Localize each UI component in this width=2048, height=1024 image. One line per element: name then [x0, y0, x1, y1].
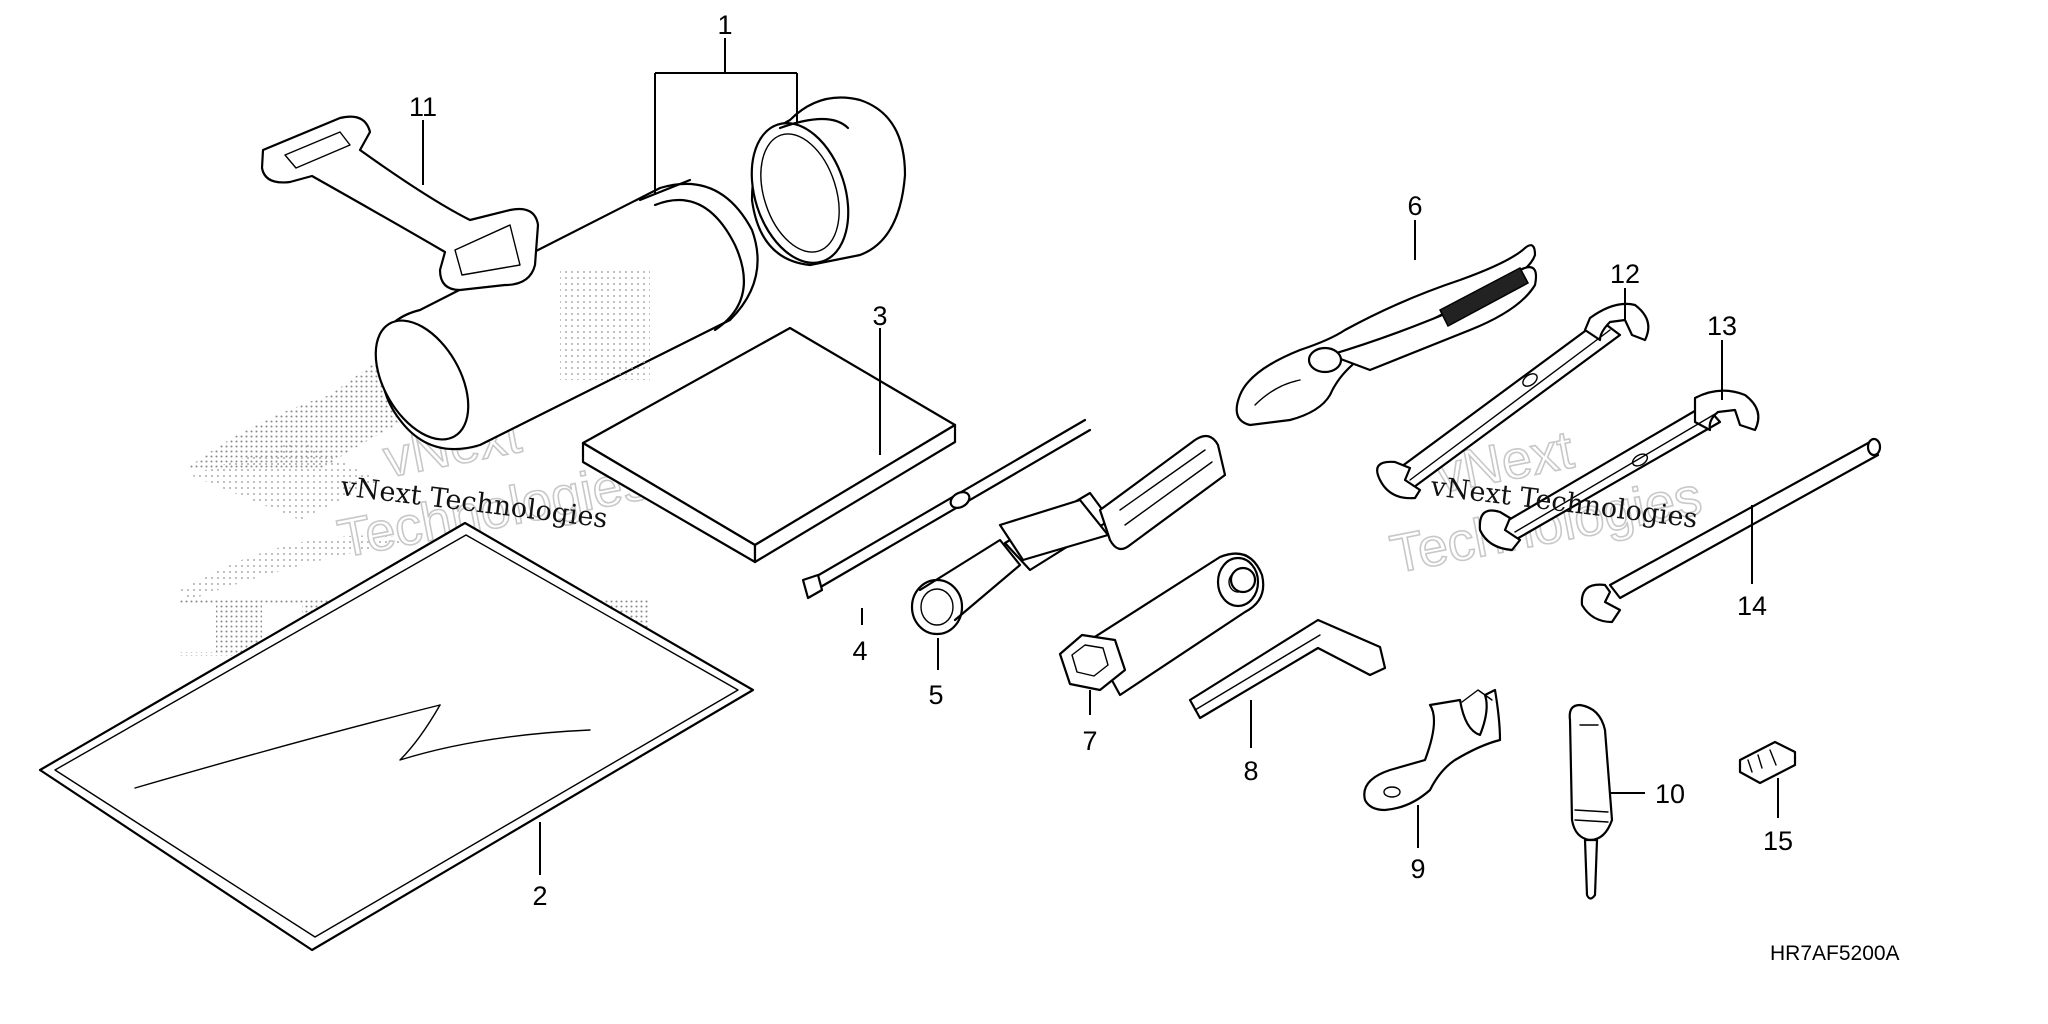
part-13-wrench — [1478, 389, 1760, 552]
part-11-strap — [260, 115, 540, 292]
diagram-code: HR7AF5200A — [1770, 942, 1900, 965]
part-6-pliers — [1235, 244, 1538, 427]
part-14-long-wrench — [1580, 437, 1882, 624]
callout-13: 13 — [1707, 311, 1737, 341]
part-9-spanner — [1363, 688, 1502, 812]
part-5-screwdriver-handle — [910, 434, 1227, 636]
part-2-tool-pouch — [38, 521, 755, 952]
part-8-hex-key — [1188, 618, 1387, 720]
callout-4: 4 — [852, 636, 867, 666]
part-1-tube-cap — [750, 96, 907, 267]
callout-3: 3 — [872, 301, 887, 331]
callout-1: 1 — [717, 10, 732, 40]
callout-2: 2 — [532, 881, 547, 911]
callout-14: 14 — [1737, 591, 1767, 621]
part-10-screwdriver — [1568, 703, 1614, 900]
callout-5: 5 — [928, 680, 943, 710]
callout-7: 7 — [1082, 726, 1097, 756]
leader-lines — [422, 38, 1779, 875]
part-7-plug-wrench — [1058, 552, 1265, 697]
part-1-tool-tube — [374, 178, 759, 451]
callout-12: 12 — [1610, 259, 1640, 289]
callout-9: 9 — [1410, 854, 1425, 884]
callout-8: 8 — [1243, 756, 1258, 786]
part-12-wrench — [1376, 302, 1650, 500]
callout-11: 11 — [409, 92, 437, 122]
part-4-screwdriver-shaft — [801, 418, 1092, 600]
part-15-clip — [1738, 740, 1797, 785]
part-3-manual — [581, 326, 957, 564]
callouts: 1 2 3 4 5 6 7 8 9 10 11 12 13 14 15 — [409, 10, 1793, 911]
callout-15: 15 — [1763, 826, 1793, 856]
callout-10: 10 — [1655, 779, 1685, 809]
callout-6: 6 — [1407, 191, 1422, 221]
